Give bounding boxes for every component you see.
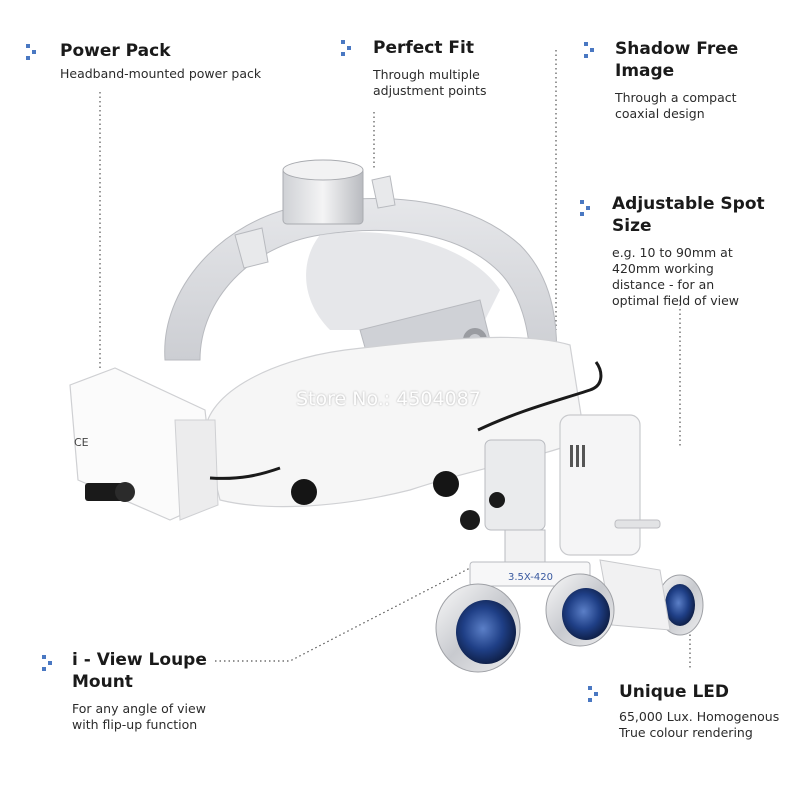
led-lamp	[559, 414, 704, 636]
store-watermark: Store No.: 4504087	[296, 388, 481, 410]
feature-spot-size: Adjustable Spot Size e.g. 10 to 90mm at …	[612, 193, 797, 309]
feature-title: Power Pack	[60, 41, 171, 61]
loupe-magnification-label: 3.5X-420	[508, 572, 553, 583]
description-line: True colour rendering	[619, 725, 753, 740]
led-cable	[477, 361, 603, 432]
description-line: 420mm working	[612, 261, 714, 276]
power-switch	[85, 483, 125, 501]
feature-power-pack: Power Pack Headband-mounted power pack	[60, 40, 320, 82]
leader-loupe-mount	[215, 567, 471, 662]
feature-description: For any angle of view with flip-up funct…	[72, 701, 272, 733]
feature-description: Through a compact coaxial design	[615, 90, 795, 122]
description-line: distance - for an	[612, 277, 715, 292]
description-line: e.g. 10 to 90mm at	[612, 245, 733, 260]
feature-description: 65,000 Lux. Homogenous True colour rende…	[619, 709, 797, 741]
binocular-loupes	[435, 573, 615, 673]
feature-description: Through multiple adjustment points	[373, 67, 543, 99]
feature-title: Unique LED	[619, 682, 730, 702]
description-line: with flip-up function	[72, 717, 198, 732]
padding-rivet-left	[291, 479, 317, 505]
feature-title: Shadow Free Image	[615, 38, 795, 82]
feature-loupe-mount: i - View Loupe Mount For any angle of vi…	[72, 649, 272, 733]
loupe-bracket: 3.5X-420	[460, 439, 591, 587]
title-line: Image	[615, 61, 675, 81]
description-line: Through a compact	[615, 90, 737, 105]
padding-rivet-right	[433, 471, 459, 497]
description-line: optimal field of view	[612, 293, 739, 308]
feature-description: Headband-mounted power pack	[60, 66, 262, 81]
feature-perfect-fit: Perfect Fit Through multiple adjustment …	[373, 37, 543, 99]
description-line: 65,000 Lux. Homogenous	[619, 709, 780, 724]
title-line: Mount	[72, 672, 133, 692]
title-line: Shadow Free	[615, 39, 739, 59]
title-line: i - View Loupe	[72, 650, 207, 670]
title-line: Adjustable Spot	[612, 194, 765, 214]
feature-title: Perfect Fit	[373, 38, 474, 58]
description-line: adjustment points	[373, 83, 487, 98]
description-line: coaxial design	[615, 106, 705, 121]
feature-title: i - View Loupe Mount	[72, 649, 272, 693]
power-pack: CE	[69, 367, 281, 521]
feature-description: e.g. 10 to 90mm at 420mm working distanc…	[612, 245, 797, 309]
feature-shadow-free: Shadow Free Image Through a compact coax…	[615, 38, 795, 122]
description-line: For any angle of view	[72, 701, 206, 716]
feature-unique-led: Unique LED 65,000 Lux. Homogenous True c…	[619, 681, 797, 741]
title-line: Size	[612, 216, 652, 236]
ce-mark: CE	[74, 436, 89, 449]
description-line: Through multiple	[373, 67, 480, 82]
feature-title: Adjustable Spot Size	[612, 193, 797, 237]
